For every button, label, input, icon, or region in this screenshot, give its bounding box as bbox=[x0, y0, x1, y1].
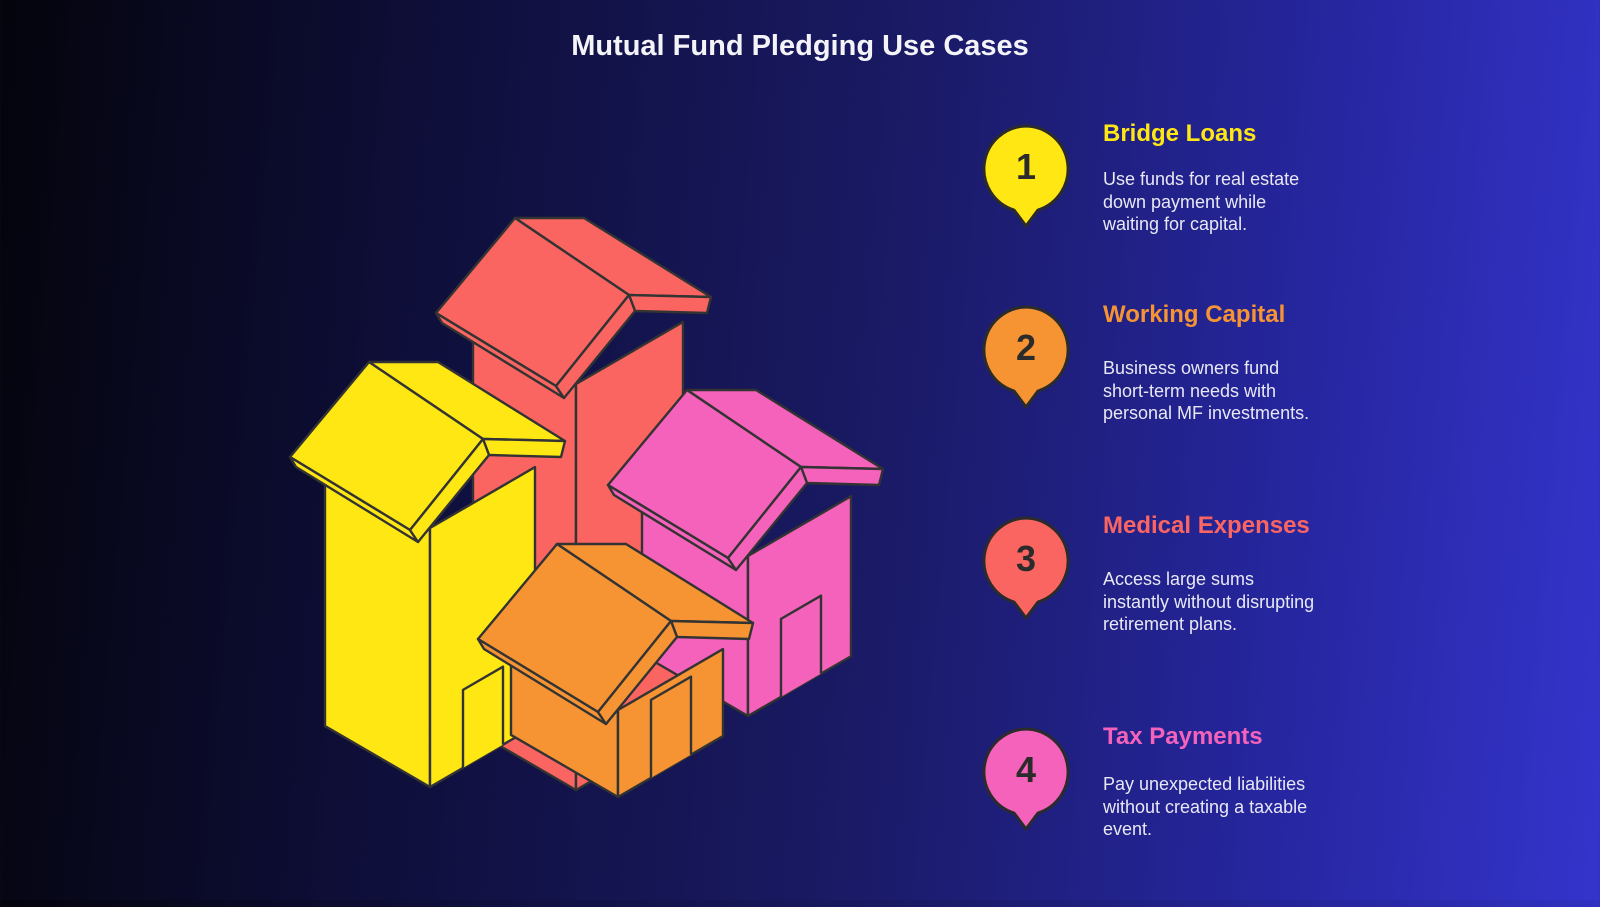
roof-end-fascia bbox=[627, 293, 713, 315]
use-case-description: Access large sums instantly without disr… bbox=[1103, 569, 1315, 634]
use-case-bridge-loans: 1 Bridge Loans Use funds for real estate… bbox=[980, 120, 1380, 304]
use-case-description: Business owners fund short-term needs wi… bbox=[1103, 358, 1310, 423]
use-case-heading: Medical Expenses bbox=[1103, 512, 1310, 539]
door-icon bbox=[779, 594, 823, 697]
roof-fascia bbox=[596, 619, 679, 726]
door-icon bbox=[461, 665, 505, 768]
use-case-medical-expenses: 3 Medical Expenses Access large sums ins… bbox=[980, 512, 1380, 696]
roof-end-fascia bbox=[481, 437, 567, 459]
door-icon bbox=[649, 675, 693, 778]
roof-end-fascia bbox=[799, 465, 885, 487]
yellow-house bbox=[288, 360, 567, 789]
roof-fascia bbox=[554, 293, 637, 400]
map-pin-icon bbox=[982, 124, 1070, 228]
roof-end-fascia bbox=[669, 619, 755, 641]
use-case-tax-payments: 4 Tax Payments Pay unexpected liabilitie… bbox=[980, 723, 1380, 907]
house-right-wall bbox=[746, 495, 853, 718]
map-pin-icon bbox=[982, 516, 1070, 620]
use-case-working-capital: 2 Working Capital Business owners fund s… bbox=[980, 301, 1380, 485]
roof-fascia bbox=[408, 437, 491, 544]
step-number: 4 bbox=[1015, 749, 1037, 790]
use-case-heading: Bridge Loans bbox=[1103, 120, 1257, 147]
step-number: 1 bbox=[1015, 146, 1037, 187]
use-case-heading: Working Capital bbox=[1103, 301, 1286, 328]
map-pin-icon bbox=[982, 305, 1070, 409]
roof-fascia bbox=[726, 465, 809, 572]
step-number: 3 bbox=[1015, 538, 1037, 579]
use-case-heading: Tax Payments bbox=[1103, 723, 1263, 750]
map-pin-icon bbox=[982, 727, 1070, 831]
step-number: 2 bbox=[1015, 327, 1037, 368]
page-title: Mutual Fund Pledging Use Cases bbox=[571, 30, 1029, 62]
orange-house bbox=[476, 542, 755, 799]
use-case-description: Pay unexpected liabilities without creat… bbox=[1103, 774, 1308, 839]
use-case-description: Use funds for real estate down payment w… bbox=[1103, 169, 1300, 234]
